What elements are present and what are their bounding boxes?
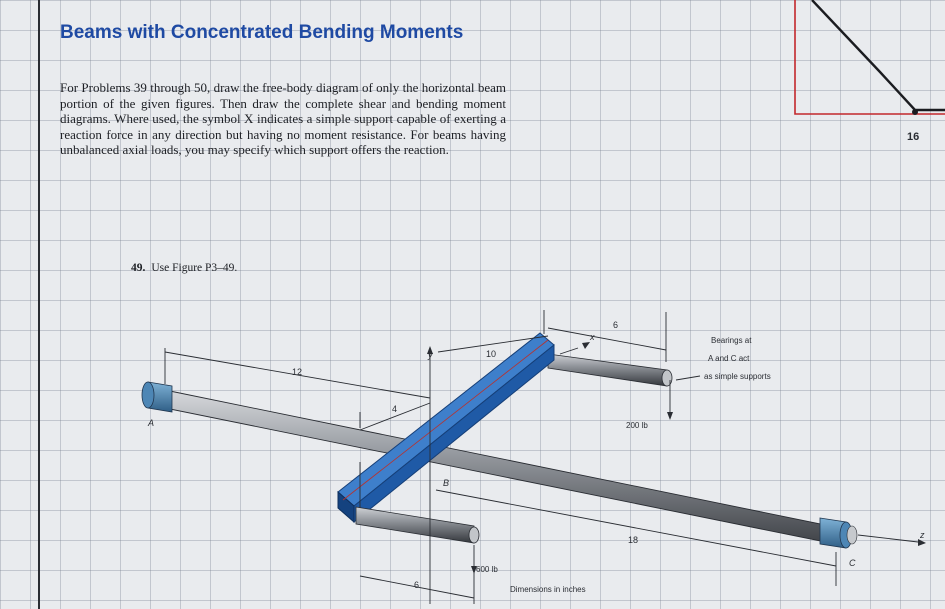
- bearings-note-line1: Bearings at: [711, 336, 752, 345]
- dim-6-top-label: 6: [613, 320, 618, 330]
- bottom-arm: [355, 506, 480, 544]
- dim-4-label: 4: [392, 404, 397, 414]
- dimensions-note: Dimensions in inches: [510, 585, 586, 594]
- dimension-lines: [164, 310, 919, 604]
- section-heading: Beams with Concentrated Bending Moments: [60, 22, 464, 43]
- axis-y-label: y: [427, 350, 433, 360]
- axis-z-label: z: [919, 530, 925, 540]
- point-b-label: B: [443, 478, 449, 488]
- bearing-a: [141, 381, 173, 413]
- dim-18-label: 18: [628, 535, 638, 545]
- problem-49: 49. Use Figure P3–49.: [131, 262, 237, 274]
- load-200-label: 200 lb: [626, 421, 648, 430]
- bearings-note-line2: A and C act: [708, 354, 750, 363]
- section-intro-paragraph: For Problems 39 through 50, draw the fre…: [60, 80, 506, 158]
- main-shaft: [164, 389, 841, 546]
- problem-text: Use Figure P3–49.: [151, 262, 238, 274]
- corner-chart-fragment: 16: [794, 0, 945, 143]
- dim-12-label: 12: [292, 367, 302, 377]
- load-600-label: 600 lb: [476, 565, 498, 574]
- dim-10-label: 10: [486, 349, 496, 359]
- dim-6-bottom-label: 6: [414, 580, 419, 590]
- top-arm: [547, 353, 673, 387]
- axis-x-label: x: [589, 332, 595, 342]
- arrow-heads: [427, 342, 926, 574]
- bearing-c: [819, 517, 858, 549]
- problem-number: 49.: [131, 262, 146, 274]
- point-c-label: C: [849, 558, 856, 568]
- point-a-label: A: [147, 418, 154, 428]
- bearings-note-line3: as simple supports: [704, 372, 771, 381]
- corner-label: 16: [907, 131, 919, 143]
- page-margin-rule: [38, 0, 40, 609]
- blue-crossbar: [337, 332, 555, 524]
